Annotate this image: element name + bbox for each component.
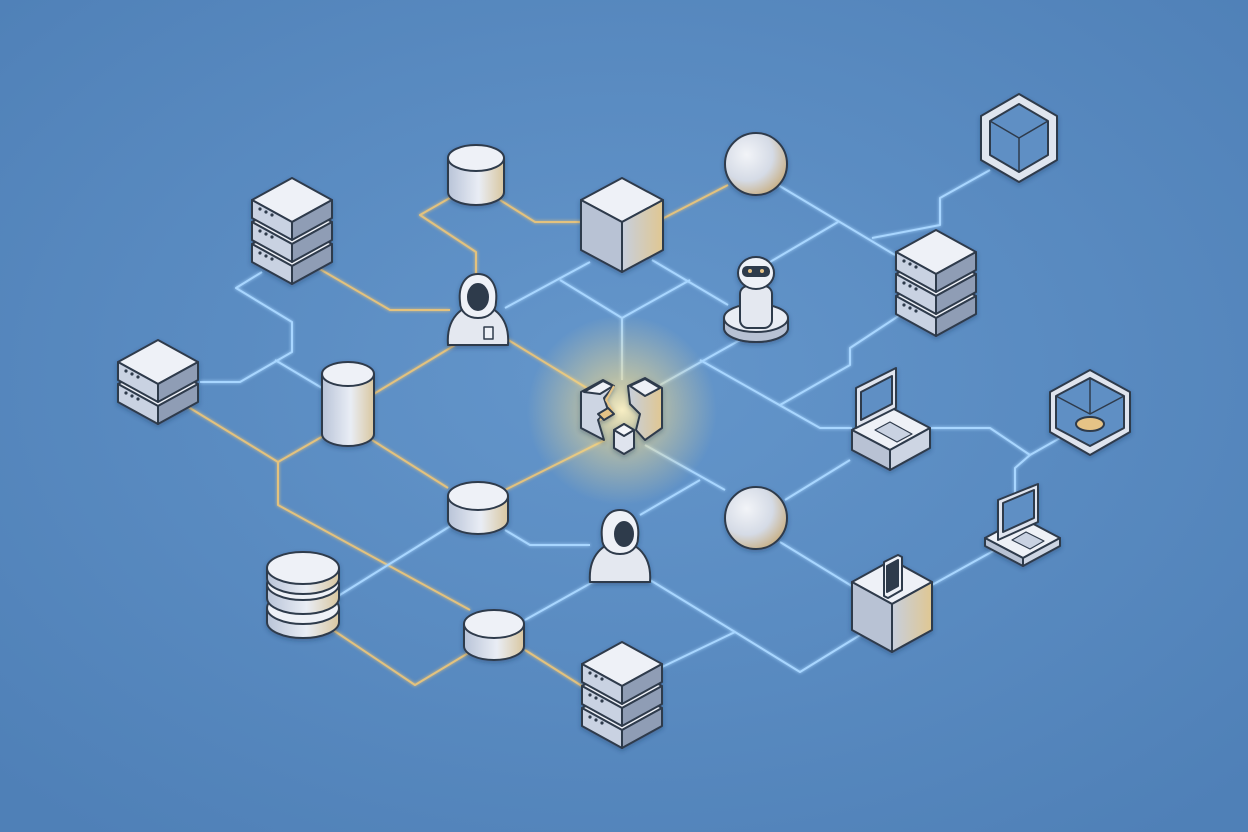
disk-node-icon	[447, 481, 509, 535]
robot-icon	[723, 256, 789, 343]
link-sphere-cubephone	[779, 541, 856, 589]
server-led	[914, 287, 918, 291]
server-stack-icon	[251, 177, 333, 285]
server-led	[908, 262, 912, 266]
server-led	[902, 281, 906, 285]
laptop-icon	[984, 483, 1061, 567]
blue-links	[200, 169, 1061, 673]
server-stack-icon	[117, 339, 199, 425]
sphere-icon	[724, 486, 788, 550]
server-unit	[895, 229, 977, 293]
link-hacker-center2	[639, 479, 701, 516]
server-led	[588, 671, 592, 675]
link-hacker-dbtall	[371, 344, 456, 396]
link-fork-dbtall	[277, 434, 326, 463]
server-led	[124, 391, 128, 395]
server-led	[264, 232, 268, 236]
link-framebox-laptopfar	[1014, 454, 1031, 495]
cube-icon	[580, 177, 664, 273]
breach-glow	[527, 315, 717, 505]
link-puckbottom-serverbottom	[524, 649, 586, 689]
laptop-icon	[851, 367, 931, 471]
server-led	[258, 207, 262, 211]
server-led	[270, 213, 274, 217]
link-serverleft-fork	[184, 404, 471, 611]
link-laptopright-framebox	[930, 427, 1061, 456]
server-led	[594, 674, 598, 678]
link-serverleft-branch	[200, 271, 293, 383]
link-dbtall-puck	[371, 439, 449, 489]
server-unit	[251, 177, 333, 241]
link-robot-sphere	[769, 221, 839, 263]
link-hacker-cube	[504, 261, 591, 309]
server-led	[270, 235, 274, 239]
breached-cube-icon	[580, 377, 663, 455]
link-db-top-cube	[499, 199, 583, 223]
link-cube-robot	[651, 259, 729, 306]
link-sphere-server	[777, 184, 896, 256]
server-stack-icon	[895, 229, 977, 337]
server-led	[264, 254, 268, 258]
server-led	[136, 375, 140, 379]
server-led	[588, 693, 592, 697]
server-led	[908, 284, 912, 288]
server-led	[594, 696, 598, 700]
link-server-topleft-hacker	[317, 267, 450, 311]
link-server-laptop	[779, 314, 901, 406]
link-sphere-laptop	[784, 459, 851, 501]
hooded-attacker-icon	[446, 273, 510, 346]
link-puck-hacker	[504, 529, 590, 546]
server-led	[594, 718, 598, 722]
server-led	[588, 715, 592, 719]
server-led	[902, 259, 906, 263]
link-dbstack-puck	[334, 524, 453, 599]
sphere-icon	[724, 132, 788, 196]
server-led	[124, 369, 128, 373]
database-icon	[321, 361, 375, 447]
link-hex-server	[871, 169, 991, 239]
server-led	[136, 397, 140, 401]
smartphone-icon	[851, 554, 933, 653]
server-led	[258, 251, 262, 255]
server-led	[130, 372, 134, 376]
server-led	[600, 721, 604, 725]
server-led	[600, 699, 604, 703]
server-unit	[581, 641, 663, 705]
link-hacker-right	[649, 579, 866, 673]
link-serverbottom-mesh	[659, 631, 736, 669]
open-box-icon	[1049, 369, 1131, 456]
link-cubephone-laptopfar	[931, 549, 996, 586]
server-led	[908, 306, 912, 310]
hooded-attacker-icon	[588, 509, 652, 583]
server-led	[258, 229, 262, 233]
link-branch-dbtall	[274, 359, 323, 389]
link-dbstack-puckbottom	[329, 627, 471, 686]
link-cube-sphere	[659, 184, 729, 221]
server-led	[914, 265, 918, 269]
disk-node-icon	[463, 609, 525, 661]
server-led	[270, 257, 274, 261]
hexagon-frame-icon	[980, 93, 1058, 183]
server-led	[600, 677, 604, 681]
link-center-laptopright	[699, 359, 852, 429]
link-puckbottom-hacker	[524, 577, 601, 621]
server-led	[264, 210, 268, 214]
link-db-top-hacker	[419, 194, 477, 280]
database-icon	[447, 144, 505, 206]
server-led	[914, 309, 918, 313]
server-led	[130, 394, 134, 398]
database-stack-icon	[266, 551, 340, 639]
server-led	[902, 303, 906, 307]
server-unit	[117, 339, 199, 403]
server-stack-icon	[581, 641, 663, 749]
